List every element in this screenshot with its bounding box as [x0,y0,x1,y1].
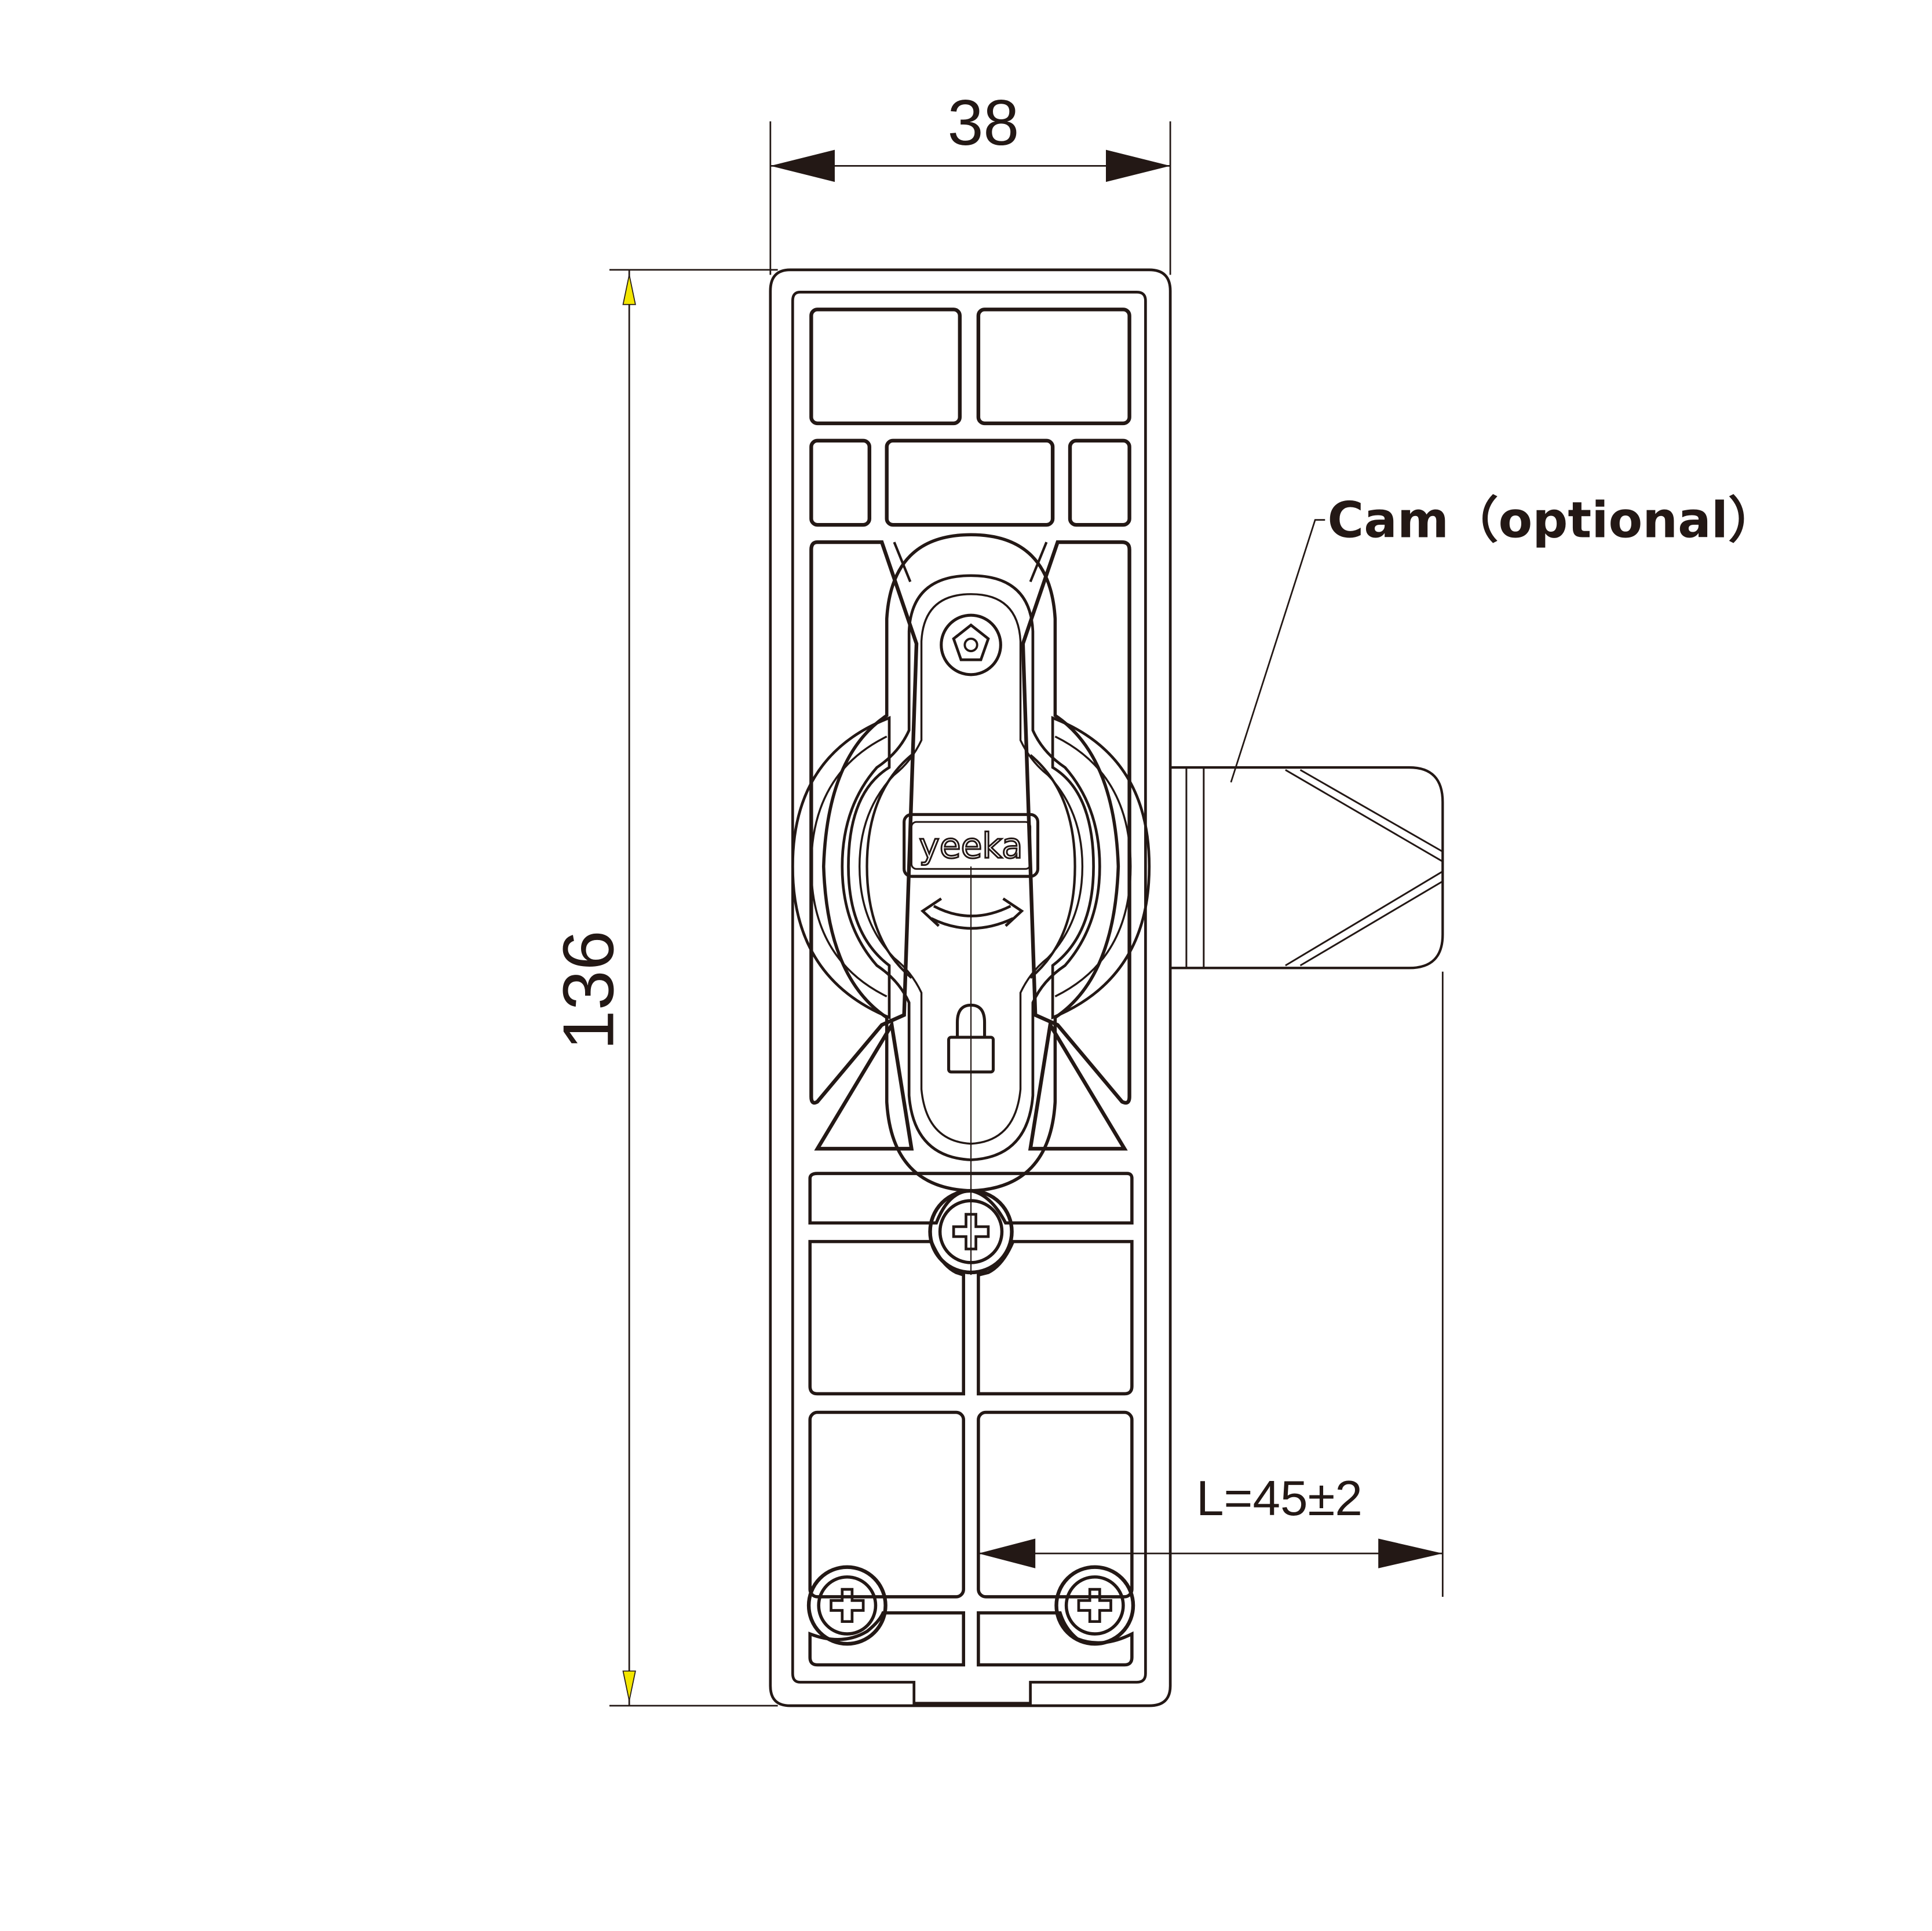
length-arrow-right [1378,1538,1443,1568]
bottom-right-screw [1054,1565,1135,1646]
width-arrow-right [1106,149,1171,182]
height-arrow-top [622,275,636,305]
phillips-cross-icon [830,1588,865,1623]
cam [1171,766,1444,970]
length-dimension-label: L=45±2 [1196,1471,1363,1526]
hex-key-icon [940,613,1002,676]
width-dimension: 38 [769,86,1171,275]
phillips-cross-icon [1077,1588,1112,1623]
cam-callout-label: Cam（optional） [1328,492,1778,550]
length-dimension: L=45±2 [978,971,1444,1597]
top-ribs [809,308,1131,527]
rotate-arrow-icon [920,897,1024,930]
lock-handle[interactable]: yeeka [791,533,1151,1275]
width-dimension-label: 38 [948,86,1020,159]
width-arrow-left [770,149,835,182]
height-dimension-label: 136 [549,930,629,1050]
yeeka-logo: yeeka [903,813,1040,878]
phillips-cross-icon [952,1213,990,1250]
length-arrow-left [978,1538,1036,1568]
lock-body [769,268,1172,1707]
cam-callout: Cam（optional） [1230,492,1778,783]
height-dimension: 136 [549,269,778,1707]
bottom-left-screw [806,1565,888,1646]
height-arrow-bottom [622,1670,636,1701]
brand-logo-text: yeeka [919,826,1022,866]
